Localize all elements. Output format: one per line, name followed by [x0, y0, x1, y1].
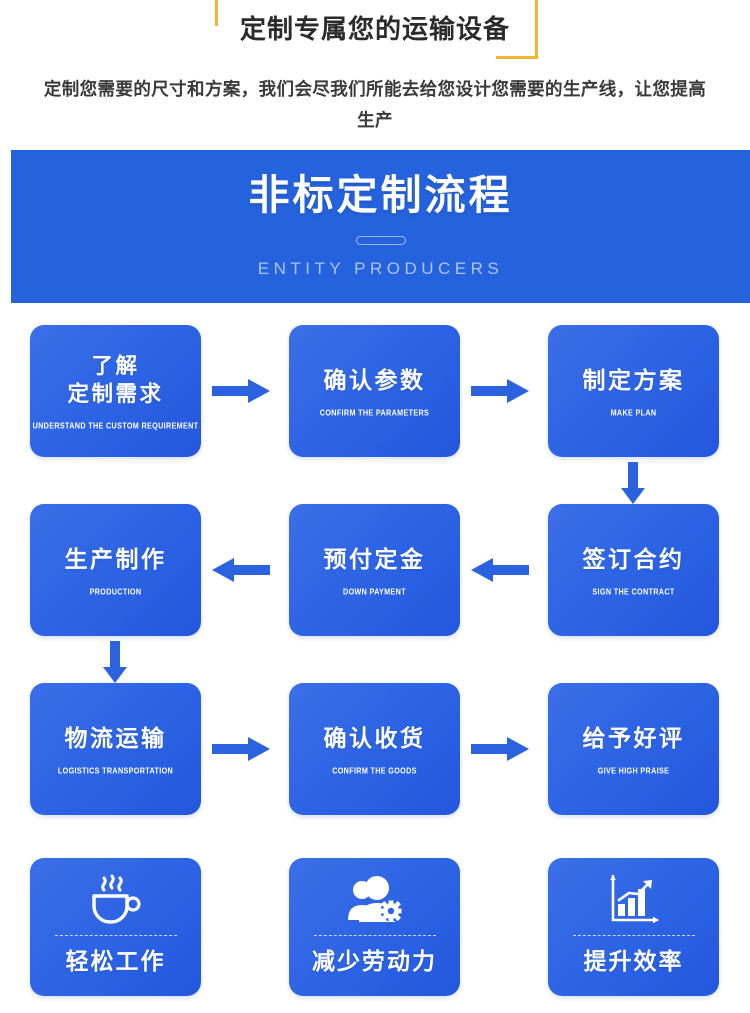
arrow-right-icon: [471, 377, 529, 405]
arrow-down-icon: [619, 462, 647, 504]
flow-step-title-line2: 定制需求: [67, 382, 164, 406]
flow-step-title: 给予好评: [582, 724, 685, 751]
benefit-divider: [572, 935, 695, 936]
arrow-right-icon: [212, 377, 270, 405]
flow-row-1: 了解 定制需求 UNDERSTAND THE CUSTOM REQUIREMEN…: [0, 325, 750, 504]
flow-step-subtitle: CONFIRM THE GOODS: [332, 764, 417, 776]
bar-chart-growth-icon: [604, 871, 664, 929]
flow-step-title: 物流运输: [64, 724, 167, 751]
arrow-right-icon: [212, 735, 270, 763]
flow-step-card[interactable]: 签订合约 SIGN THE CONTRACT: [548, 504, 719, 636]
flow-row-2: 生产制作 PRODUCTION 预付定金 DOWN PAYMENT 签订合约 S…: [0, 504, 750, 683]
benefit-label: 减少劳动力: [312, 948, 437, 974]
flow-step-card[interactable]: 给予好评 GIVE HIGH PRAISE: [548, 683, 719, 815]
bracket-left-decoration: [215, 0, 218, 26]
page-header: 定制专属您的运输设备 定制您需要的尺寸和方案，我们会尽我们所能去给您设计您需要的…: [0, 0, 750, 148]
bracket-right-horizontal-decoration: [496, 56, 538, 59]
flow-step-title: 制定方案: [582, 366, 685, 393]
page-title: 定制专属您的运输设备: [239, 14, 510, 44]
section-banner: 非标定制流程 ENTITY PRODUCERS: [11, 150, 750, 303]
flow-step-card[interactable]: 了解 定制需求 UNDERSTAND THE CUSTOM REQUIREMEN…: [30, 325, 201, 457]
flow-step-subtitle: SIGN THE CONTRACT: [592, 585, 675, 597]
flow-step-title: 预付定金: [323, 545, 426, 572]
flow-step-card[interactable]: 确认参数 CONFIRM THE PARAMETERS: [289, 325, 460, 457]
flow-step-title: 了解 定制需求: [67, 352, 163, 408]
banner-subtitle: ENTITY PRODUCERS: [257, 259, 504, 278]
arrow-left-icon: [212, 556, 270, 584]
flow-step-title: 确认收货: [323, 724, 426, 751]
flow-step-title: 生产制作: [64, 545, 167, 572]
benefit-card-row: 轻松工作: [0, 858, 750, 1000]
banner-title: 非标定制流程: [248, 172, 513, 218]
flow-step-subtitle: GIVE HIGH PRAISE: [597, 764, 670, 776]
flow-step-subtitle: PRODUCTION: [89, 585, 142, 597]
coffee-cup-icon: [86, 871, 146, 929]
flow-row-3: 物流运输 LOGISTICS TRANSPORTATION 确认收货 CONFI…: [0, 683, 750, 815]
users-gear-icon: [345, 871, 405, 929]
flow-step-card[interactable]: 物流运输 LOGISTICS TRANSPORTATION: [30, 683, 201, 815]
benefit-card-efficiency[interactable]: 提升效率: [548, 858, 719, 996]
flow-step-subtitle: DOWN PAYMENT: [343, 585, 406, 597]
bracket-right-vertical-decoration: [535, 0, 538, 59]
flow-step-title: 确认参数: [323, 366, 426, 393]
benefit-label: 提升效率: [583, 948, 684, 974]
flow-step-subtitle: CONFIRM THE PARAMETERS: [319, 406, 430, 418]
flow-step-card[interactable]: 预付定金 DOWN PAYMENT: [289, 504, 460, 636]
flow-step-card[interactable]: 制定方案 MAKE PLAN: [548, 325, 719, 457]
arrow-left-icon: [471, 556, 529, 584]
benefit-divider: [313, 935, 436, 936]
benefit-divider: [54, 935, 177, 936]
page-subtitle: 定制您需要的尺寸和方案，我们会尽我们所能去给您设计您需要的生产线，让您提高生产: [43, 79, 707, 130]
arrow-down-icon: [101, 641, 129, 683]
flow-step-title-line1: 了解: [91, 354, 140, 378]
arrow-right-icon: [471, 735, 529, 763]
flow-step-card[interactable]: 生产制作 PRODUCTION: [30, 504, 201, 636]
flow-step-subtitle: UNDERSTAND THE CUSTOM REQUIREMENT: [32, 420, 199, 431]
flow-step-subtitle: LOGISTICS TRANSPORTATION: [57, 764, 174, 776]
process-flow: 了解 定制需求 UNDERSTAND THE CUSTOM REQUIREMEN…: [0, 325, 750, 862]
benefit-card-easy-work[interactable]: 轻松工作: [30, 858, 201, 996]
flow-step-title: 签订合约: [582, 545, 685, 572]
banner-pill-divider: [356, 236, 406, 245]
benefit-label: 轻松工作: [65, 948, 166, 974]
benefit-card-less-labor[interactable]: 减少劳动力: [289, 858, 460, 996]
flow-step-subtitle: MAKE PLAN: [610, 406, 657, 418]
flow-step-card[interactable]: 确认收货 CONFIRM THE GOODS: [289, 683, 460, 815]
